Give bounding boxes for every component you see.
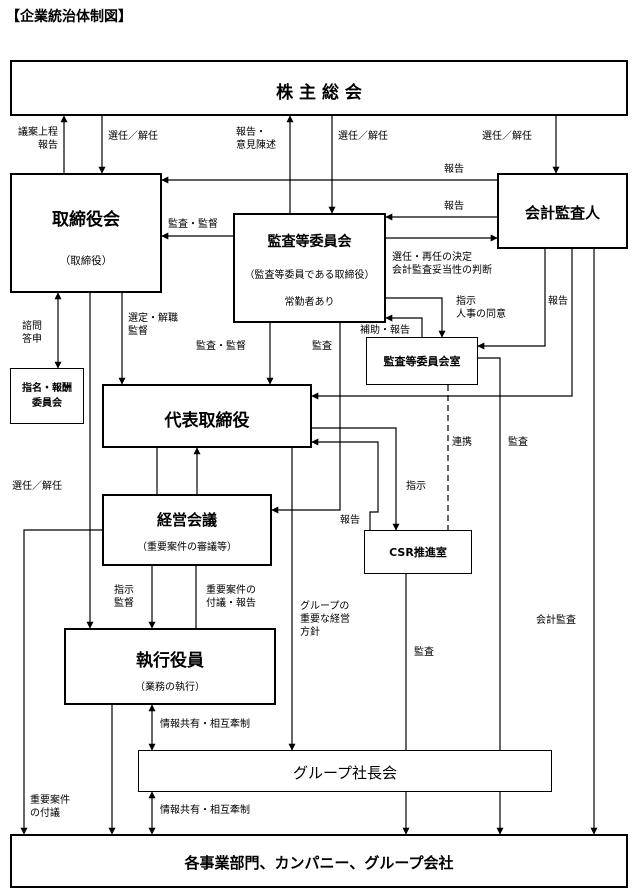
arrow-auditor-to-office (477, 249, 546, 350)
label-elect-dismiss-2: 選任／解任 (338, 131, 388, 142)
representative-director-label: 代表取締役 (164, 411, 250, 431)
arrow-committee-to-office (386, 297, 446, 338)
board-label: 取締役会 (52, 210, 120, 230)
label-consult-reply: 諮問 答申 (22, 321, 42, 345)
arrow-office-to-committee (385, 314, 423, 337)
label-audit-1: 監査 (312, 341, 332, 352)
label-agenda-report: 議案上程 報告 (18, 127, 58, 151)
label-info-share-1: 情報共有・相互牽制 (160, 719, 250, 730)
audit-office-label: 監査等委員会室 (383, 355, 461, 368)
representative-director-box: 代表取締役 (102, 384, 312, 448)
business-units-box: 各事業部門、カンパニー、グループ会社 (10, 834, 628, 888)
label-instruct-supervise: 指示 監督 (114, 585, 134, 609)
shareholders-meeting-label: 株 主 総 会 (276, 83, 362, 103)
arrow-elect-left (20, 529, 102, 835)
audit-committee-note: 常勤者あり (284, 297, 335, 308)
page-title: 【企業統治体制図】 (6, 9, 132, 25)
label-accounting-audit: 会計監査 (536, 615, 576, 626)
label-select-dismiss-supervise: 選定・解職 監督 (128, 313, 178, 337)
label-elect-dismiss-4: 選任／解任 (12, 481, 62, 492)
label-select-reappoint: 選任・再任の決定 会計監査妥当性の判断 (392, 252, 492, 276)
arrow-representative-to-csr (312, 427, 400, 531)
csr-office-box: CSR推進室 (364, 530, 472, 574)
label-report-2: 報告 (444, 201, 464, 212)
label-audit-2: 監査 (508, 437, 528, 448)
label-elect-dismiss-3: 選任／解任 (482, 131, 532, 142)
executive-officers-box: 執行役員 （業務の執行） (64, 628, 276, 705)
management-meeting-box: 経営会議 （重要案件の審議等） (102, 494, 272, 566)
nomination-committee-label: 指名・報酬 委員会 (22, 383, 72, 409)
label-group-policy: グループの 重要な経営 方針 (300, 601, 350, 638)
label-important-proposal: 重要案件 の付議 (30, 795, 70, 819)
shareholders-meeting-box: 株 主 総 会 (10, 60, 628, 116)
audit-office-box: 監査等委員会室 (366, 337, 478, 385)
label-audit-3: 監査 (414, 647, 434, 658)
board-box: 取締役会 （取締役） (10, 173, 162, 293)
label-collaboration: 連携 (452, 437, 472, 448)
arrow-csr-to-representative (311, 438, 379, 530)
label-audit-supervise-2: 監査・監督 (196, 341, 246, 352)
management-meeting-sublabel: （重要案件の審議等） (137, 542, 237, 553)
label-instruction-consent: 指示 人事の同意 (456, 296, 506, 320)
label-audit-supervise-1: 監査・監督 (168, 219, 218, 230)
board-sublabel: （取締役） (59, 255, 113, 267)
business-units-label: 各事業部門、カンパニー、グループ会社 (184, 854, 454, 872)
label-important-proposal-report: 重要案件の 付議・報告 (206, 585, 256, 609)
label-info-share-2: 情報共有・相互牽制 (160, 805, 250, 816)
executive-officers-label: 執行役員 (136, 651, 204, 671)
label-report-opinion: 報告・ 意見陳述 (236, 127, 276, 151)
audit-committee-label: 監査等委員会 (267, 234, 352, 250)
label-elect-dismiss-1: 選任／解任 (108, 131, 158, 142)
nomination-committee-box: 指名・報酬 委員会 (10, 368, 84, 424)
label-report-3: 報告 (548, 296, 568, 307)
label-report-1: 報告 (444, 164, 464, 175)
label-report-4: 報告 (340, 515, 360, 526)
label-assist-report: 補助・報告 (360, 325, 410, 336)
executive-officers-sublabel: （業務の執行） (135, 682, 205, 693)
audit-committee-box: 監査等委員会 （監査等委員である取締役） 常勤者あり (233, 213, 386, 323)
group-presidents-label: グループ社長会 (292, 764, 398, 782)
management-meeting-label: 経営会議 (156, 511, 217, 529)
csr-office-label: CSR推進室 (389, 546, 447, 559)
group-presidents-box: グループ社長会 (138, 750, 552, 792)
auditor-box: 会計監査人 (497, 173, 628, 249)
arrow-office-to-units (478, 357, 504, 835)
audit-committee-sublabel: （監査等委員である取締役） (244, 270, 375, 281)
arrow-committee-to-meeting (271, 323, 341, 514)
arrow-auditor-to-representative (311, 249, 573, 400)
label-instruction-1: 指示 (406, 481, 426, 492)
auditor-label: 会計監査人 (524, 204, 600, 222)
